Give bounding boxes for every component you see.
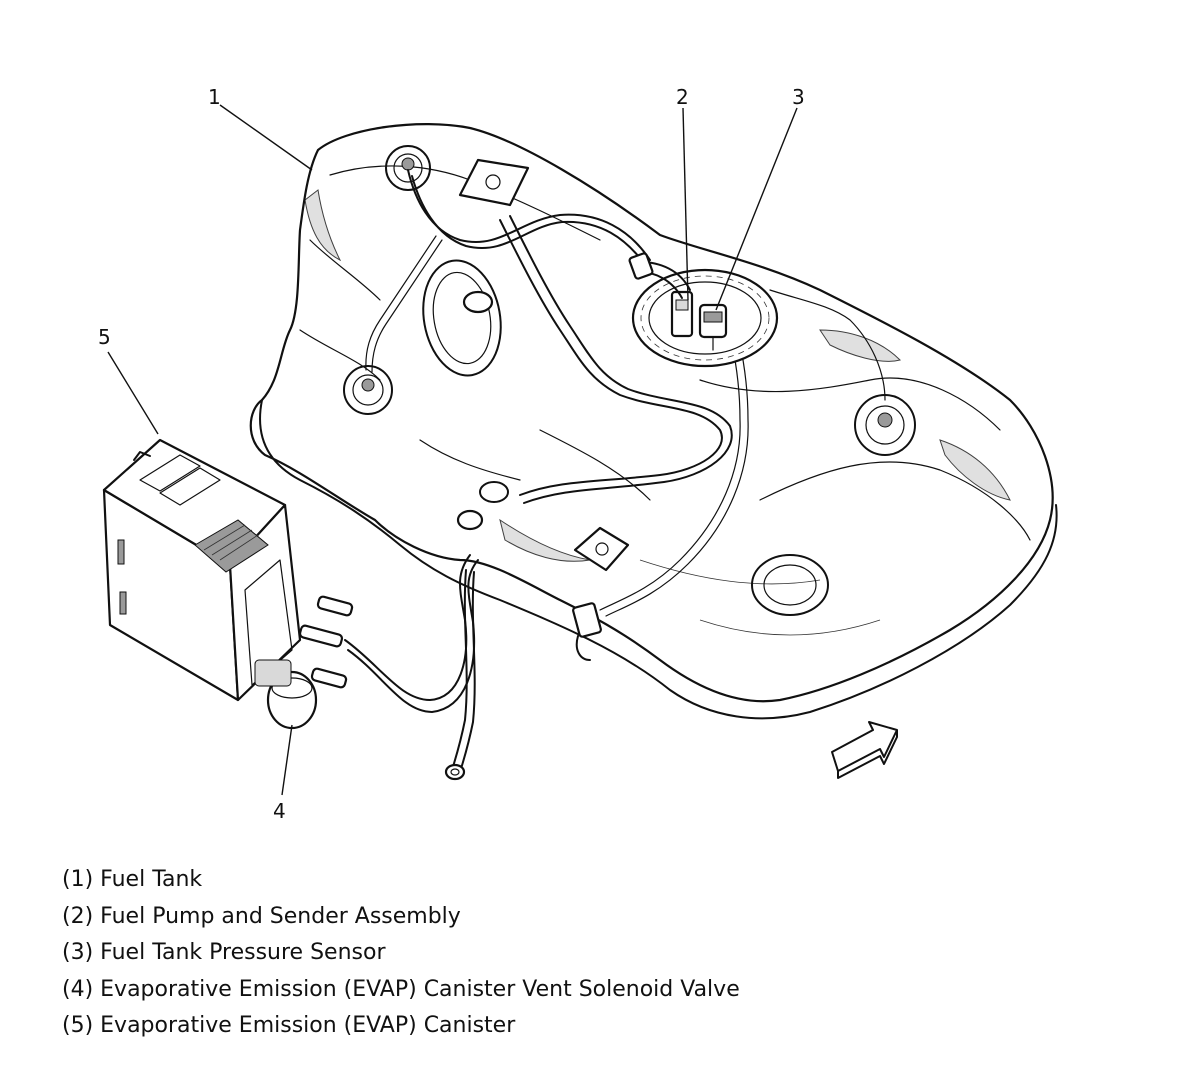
callout-5: 5 [98, 325, 111, 349]
legend-item-fuel-tank: (1) Fuel Tank [62, 867, 203, 892]
leader-line-1 [219, 104, 313, 171]
callout-2: 2 [676, 85, 689, 109]
evap-canister [102, 438, 354, 702]
callout-3: 3 [792, 85, 805, 109]
evap-hoses [344, 554, 479, 781]
legend-item-pressure-sensor: (3) Fuel Tank Pressure Sensor [62, 940, 386, 965]
fuel-system-diagram: 1 2 3 4 5 [98, 85, 1058, 823]
component-legend: (1) Fuel Tank (2) Fuel Pump and Sender A… [62, 862, 740, 1045]
leader-line-4 [281, 724, 293, 796]
evap-canister-vent-solenoid-valve [254, 659, 318, 730]
fuel-tank [249, 123, 1058, 720]
callout-1: 1 [208, 85, 221, 109]
forward-arrow-icon [831, 721, 898, 779]
fuel-tank-pressure-sensor [698, 303, 728, 351]
callout-4: 4 [273, 799, 286, 823]
leader-line-2 [682, 107, 689, 301]
leader-line-5 [107, 351, 159, 435]
legend-item-evap-canister: (5) Evaporative Emission (EVAP) Canister [62, 1013, 516, 1038]
legend-item-vent-solenoid: (4) Evaporative Emission (EVAP) Canister… [62, 976, 740, 1002]
leader-line-3 [715, 107, 798, 311]
legend-item-fuel-pump-sender: (2) Fuel Pump and Sender Assembly [62, 903, 461, 929]
